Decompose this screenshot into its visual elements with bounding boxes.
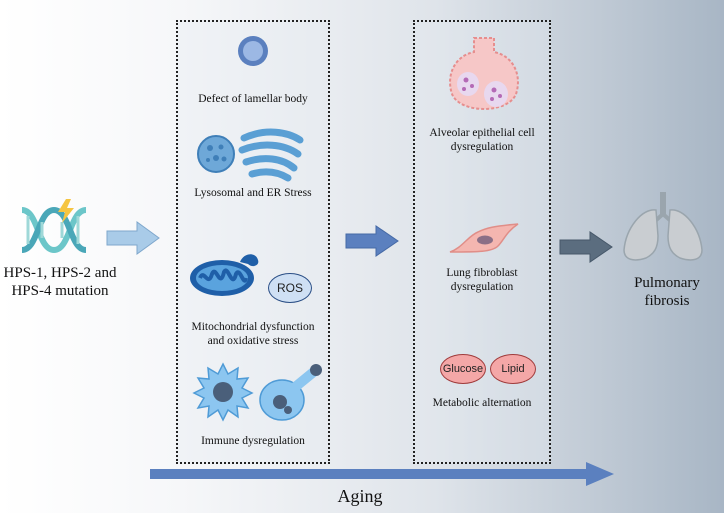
aging-label: Aging xyxy=(337,486,383,506)
macrophage-icon xyxy=(259,364,322,421)
lipid-badge: Lipid xyxy=(490,354,536,384)
mutation-label: HPS-1, HPS-2 and HPS-4 mutation xyxy=(3,265,117,299)
lamellar-body-icon xyxy=(238,36,268,66)
dna-icon xyxy=(21,206,87,254)
immune-label: Immune dysregulation xyxy=(201,435,305,447)
metabolic-label: Metabolic alternation xyxy=(432,397,532,409)
arrow-right-3 xyxy=(559,231,613,263)
lysosomal-label: Lysosomal and ER Stress xyxy=(194,187,312,199)
outcome-label: Pulmonary fibrosis xyxy=(634,275,700,309)
alveolus-icon xyxy=(449,37,519,110)
arrow-right-1 xyxy=(106,221,160,255)
mitochondrial-label: Mitochondrial dysfunction and oxidative … xyxy=(191,321,315,347)
fibroblast-icon xyxy=(449,223,519,253)
alveolar-label: Alveolar epithelial cell dysregulation xyxy=(429,127,535,153)
immune-cell-icon xyxy=(192,362,254,422)
lightning-icon xyxy=(58,199,74,223)
aging-arrow xyxy=(150,462,614,486)
lamellar-label: Defect of lamellar body xyxy=(198,93,308,105)
lungs-icon xyxy=(623,192,703,261)
arrow-right-2 xyxy=(345,225,399,257)
glucose-badge: Glucose xyxy=(440,354,486,384)
mitochondria-icon xyxy=(190,254,259,296)
ros-badge: ROS xyxy=(268,273,312,303)
fibroblast-label: Lung fibroblast dysregulation xyxy=(446,267,518,293)
lysosome-er-icon xyxy=(197,128,304,182)
